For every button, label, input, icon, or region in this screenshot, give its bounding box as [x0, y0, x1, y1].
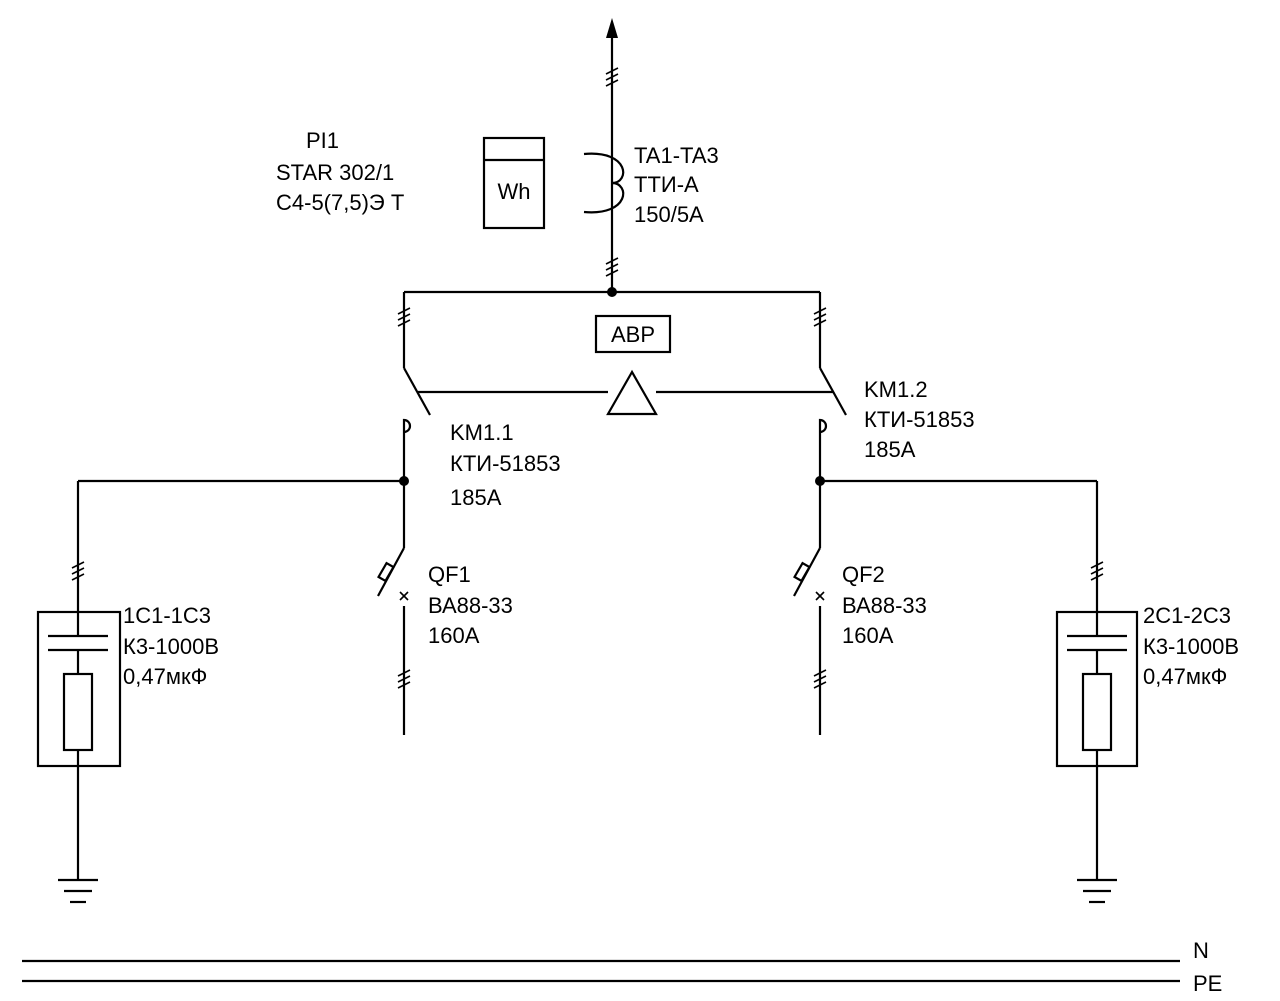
ats-label: АВР — [611, 322, 655, 347]
three-phase-mark — [397, 307, 411, 327]
left-branch — [71, 292, 431, 735]
breaker-left-release-icon — [377, 561, 395, 583]
breaker-right-rating: 160А — [842, 623, 894, 648]
breaker-left-labels: QF1 ВА88-33 160А — [428, 562, 513, 648]
contactor-left-rating: 185А — [450, 485, 502, 510]
upper-bus — [404, 287, 820, 297]
neutral-bus: N — [22, 938, 1209, 963]
ground-icon — [1077, 878, 1117, 904]
contactor-left-model: КТИ-51853 — [450, 451, 561, 476]
three-phase-mark — [605, 257, 619, 277]
meter-symbol-label: Wh — [498, 179, 531, 204]
three-phase-mark — [1090, 561, 1104, 581]
ground-icon — [58, 878, 98, 904]
energy-meter-labels: PI1 STAR 302/1 C4-5(7,5)Э Т — [276, 128, 404, 215]
capacitor-right-block — [1055, 610, 1139, 904]
breaker-right-cross-icon — [815, 591, 825, 601]
three-phase-mark — [813, 307, 827, 327]
three-phase-mark — [813, 669, 827, 689]
ct-designation: TA1-TA3 — [634, 143, 719, 168]
incoming-feeder — [605, 18, 619, 292]
contactor-right-arc — [818, 418, 828, 434]
meter-spec: C4-5(7,5)Э Т — [276, 190, 404, 215]
capacitor-left-designation: 1С1-1С3 — [123, 603, 211, 628]
right-branch — [793, 292, 1104, 735]
junction-dot — [607, 287, 617, 297]
breaker-right-release-icon — [793, 561, 811, 583]
protective-bus-label: PE — [1193, 971, 1222, 996]
capacitor-left-value: 0,47мкФ — [123, 664, 207, 689]
neutral-bus-label: N — [1193, 938, 1209, 963]
capacitor-right-designation: 2С1-2С3 — [1143, 603, 1231, 628]
three-phase-mark — [397, 669, 411, 689]
ct-ratio: 150/5А — [634, 202, 704, 227]
breaker-right-designation: QF2 — [842, 562, 885, 587]
mechanical-interlock — [418, 369, 834, 416]
meter-designation: PI1 — [306, 128, 339, 153]
contactor-right-model: КТИ-51853 — [864, 407, 975, 432]
interlock-triangle-icon — [606, 369, 658, 416]
breaker-left-designation: QF1 — [428, 562, 471, 587]
contactor-right-designation: KM1.2 — [864, 377, 928, 402]
three-phase-mark — [605, 67, 619, 87]
protective-bus: PE — [22, 971, 1222, 996]
breaker-left-rating: 160А — [428, 623, 480, 648]
current-transformer-labels: TA1-TA3 ТТИ-А 150/5А — [634, 143, 719, 227]
capacitor-left-labels: 1С1-1С3 К3-1000В 0,47мкФ — [123, 603, 219, 689]
capacitor-right-labels: 2С1-2С3 К3-1000В 0,47мкФ — [1143, 603, 1239, 689]
current-transformer-symbol — [583, 152, 625, 214]
capacitor-right-value: 0,47мкФ — [1143, 664, 1227, 689]
ats-block: АВР — [594, 314, 672, 354]
contactor-right-rating: 185А — [864, 437, 916, 462]
contactor-left-designation: KM1.1 — [450, 420, 514, 445]
energy-meter-symbol: Wh — [482, 136, 546, 230]
capacitor-left-model: К3-1000В — [123, 634, 219, 659]
three-phase-mark — [71, 561, 85, 581]
capacitor-left-block — [36, 610, 122, 904]
ct-model: ТТИ-А — [634, 172, 699, 197]
meter-model: STAR 302/1 — [276, 160, 394, 185]
feeder-arrow-icon — [606, 18, 618, 38]
contactor-left-arc — [402, 418, 412, 434]
breaker-right-labels: QF2 ВА88-33 160А — [842, 562, 927, 648]
contactor-left-labels: KM1.1 КТИ-51853 185А — [450, 420, 561, 510]
breaker-left-cross-icon — [399, 591, 409, 601]
contactor-right-labels: KM1.2 КТИ-51853 185А — [864, 377, 975, 462]
capacitor-right-model: К3-1000В — [1143, 634, 1239, 659]
contactor-left-blade — [403, 367, 431, 416]
breaker-right-model: ВА88-33 — [842, 593, 927, 618]
breaker-left-model: ВА88-33 — [428, 593, 513, 618]
